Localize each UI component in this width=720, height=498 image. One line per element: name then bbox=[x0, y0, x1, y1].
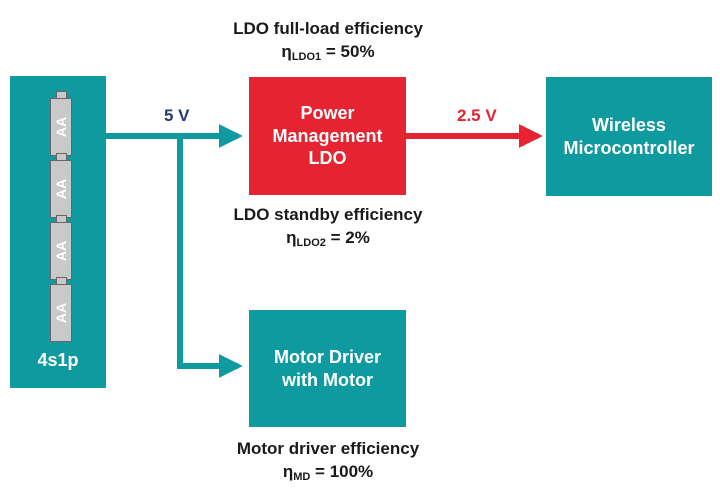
battery-label: 4s1p bbox=[37, 350, 79, 370]
motor-driver-caption: Motor driver efficiency ηMD = 100% bbox=[236, 439, 420, 483]
ldo-full-load-caption: LDO full-load efficiency ηLDO1 = 50% bbox=[233, 19, 423, 63]
ldo-standby-caption: LDO standby efficiency ηLDO2 = 2% bbox=[233, 205, 423, 249]
battery-cell: AA bbox=[50, 91, 72, 156]
motor-driver-block: Motor Driver with Motor bbox=[249, 310, 406, 427]
voltage-input-label: 5 V bbox=[164, 106, 190, 125]
wire-battery-to-motor bbox=[177, 136, 243, 378]
ldo-block: Power Management LDO bbox=[249, 77, 406, 195]
mcu-block: Wireless Microcontroller bbox=[546, 77, 712, 196]
battery-cell: AA bbox=[50, 153, 72, 218]
voltage-ldo-output-label: 2.5 V bbox=[457, 106, 497, 125]
battery-cell: AA bbox=[50, 277, 72, 342]
battery-cell: AA bbox=[50, 215, 72, 280]
